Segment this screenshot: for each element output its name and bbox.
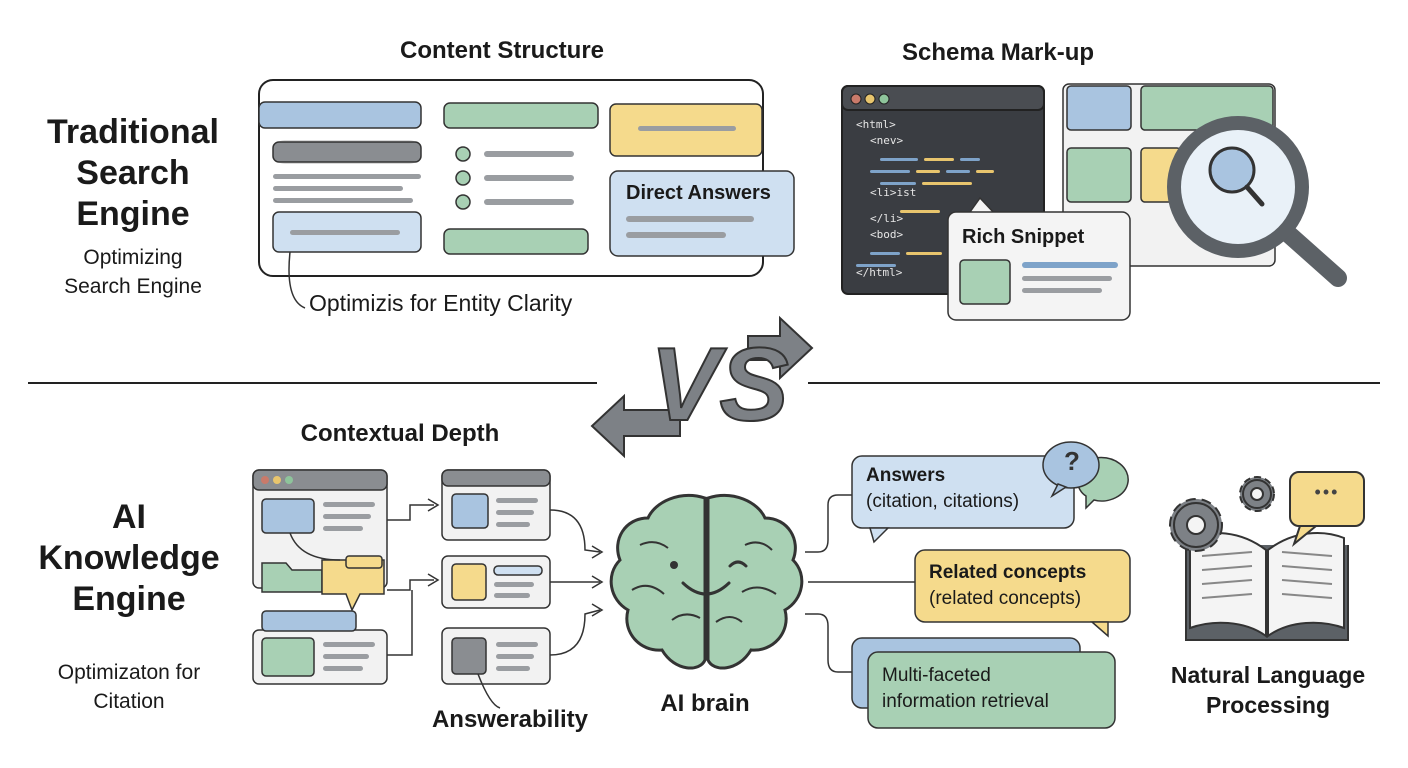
nlp-book-icon xyxy=(1185,532,1349,641)
nlp-line: Processing xyxy=(1206,692,1330,718)
ai-brain-icon xyxy=(609,493,804,670)
title-line: AI xyxy=(112,498,146,536)
code-syntax-bar xyxy=(946,170,970,173)
chat-ellipsis-icon xyxy=(1289,471,1365,547)
magnifier-icon xyxy=(1167,116,1347,287)
code-syntax-bar xyxy=(922,182,972,185)
title-line: Knowledge xyxy=(38,539,220,577)
code-syntax-bar xyxy=(976,170,994,173)
gear-icon xyxy=(1169,498,1223,552)
multi-line: information retrieval xyxy=(882,691,1049,712)
code-line: <bod> xyxy=(870,228,903,241)
ai-engine-title: AI Knowledge Engine xyxy=(22,497,236,620)
contextual-depth-flow xyxy=(252,469,604,709)
entity-clarity-caption: Optimizis for Entity Clarity xyxy=(309,290,573,316)
list-bullet xyxy=(455,194,471,210)
answers-bubble xyxy=(851,441,1129,544)
traditional-engine-subtitle: Optimizing Search Engine xyxy=(30,243,236,301)
rich-snippet-label: Rich Snippet xyxy=(962,226,1085,248)
code-syntax-bar xyxy=(960,158,980,161)
ellipsis-icon: ••• xyxy=(1314,482,1340,502)
schema-panel: <html> <nev> <li>ist </li> <bod> </html> xyxy=(841,83,1347,321)
direct-answers-label: Direct Answers xyxy=(626,182,771,204)
multi-line: Multi-faceted xyxy=(882,665,991,686)
title-line: Engine xyxy=(76,195,190,233)
code-syntax-bar xyxy=(880,182,916,185)
code-syntax-bar xyxy=(870,252,900,255)
contextual-depth-header: Contextual Depth xyxy=(300,420,500,447)
code-syntax-bar xyxy=(880,158,918,161)
answers-title: Answers xyxy=(866,465,946,486)
multi-faceted-card xyxy=(851,637,1116,729)
code-syntax-bar xyxy=(900,210,940,213)
vs-label: VS xyxy=(650,327,789,443)
code-syntax-bar xyxy=(924,158,954,161)
title-line: Engine xyxy=(72,580,186,618)
vs-symbol: VS xyxy=(590,315,814,459)
code-syntax-bar xyxy=(916,170,940,173)
answers-text: Answers (citation, citations) xyxy=(866,463,1066,515)
subheading-block xyxy=(272,141,422,163)
code-line: <li>ist xyxy=(870,186,916,199)
ai-engine-subtitle: Optimizaton for Citation xyxy=(22,658,236,716)
code-line: </li> xyxy=(870,212,903,225)
content-structure-header: Content Structure xyxy=(400,37,604,64)
subtitle-line: Optimizaton for xyxy=(57,661,201,684)
traditional-engine-title: Traditional Search Engine xyxy=(30,112,236,235)
code-line: </html> xyxy=(856,266,903,279)
related-concepts-text: Related concepts (related concepts) xyxy=(929,560,1125,612)
title-line: Search xyxy=(76,154,190,192)
nlp-label: Natural Language Processing xyxy=(1148,660,1388,720)
multi-faceted-text: Multi-faceted information retrieval xyxy=(882,663,1110,715)
nlp-line: Natural Language xyxy=(1170,662,1366,688)
list-bullet xyxy=(455,170,471,186)
question-icon: ? xyxy=(1064,446,1080,476)
subtitle-line: Search Engine xyxy=(64,275,202,298)
title-line: Traditional xyxy=(47,113,219,151)
subtitle-line: Citation xyxy=(93,690,165,713)
gear-small-icon xyxy=(1239,476,1275,512)
ai-brain-label: AI brain xyxy=(660,690,750,717)
code-line: <html> xyxy=(856,118,896,131)
code-syntax-bar xyxy=(870,170,910,173)
code-line: <nev> xyxy=(870,134,903,147)
code-syntax-bar xyxy=(856,264,896,267)
related-subtitle: (related concepts) xyxy=(929,588,1082,609)
header-bar-block xyxy=(258,101,422,129)
answerability-label: Answerability xyxy=(431,706,589,733)
list-bullet xyxy=(455,146,471,162)
content-structure-panel xyxy=(258,79,795,309)
list-footer-block xyxy=(443,228,589,255)
schema-header: Schema Mark-up xyxy=(901,39,1095,66)
answers-subtitle: (citation, citations) xyxy=(866,491,1020,512)
subtitle-line: Optimizing xyxy=(83,246,183,269)
code-syntax-bar xyxy=(906,252,942,255)
related-title: Related concepts xyxy=(929,562,1087,583)
list-header-block xyxy=(443,102,599,129)
related-concepts-bubble xyxy=(914,549,1131,638)
